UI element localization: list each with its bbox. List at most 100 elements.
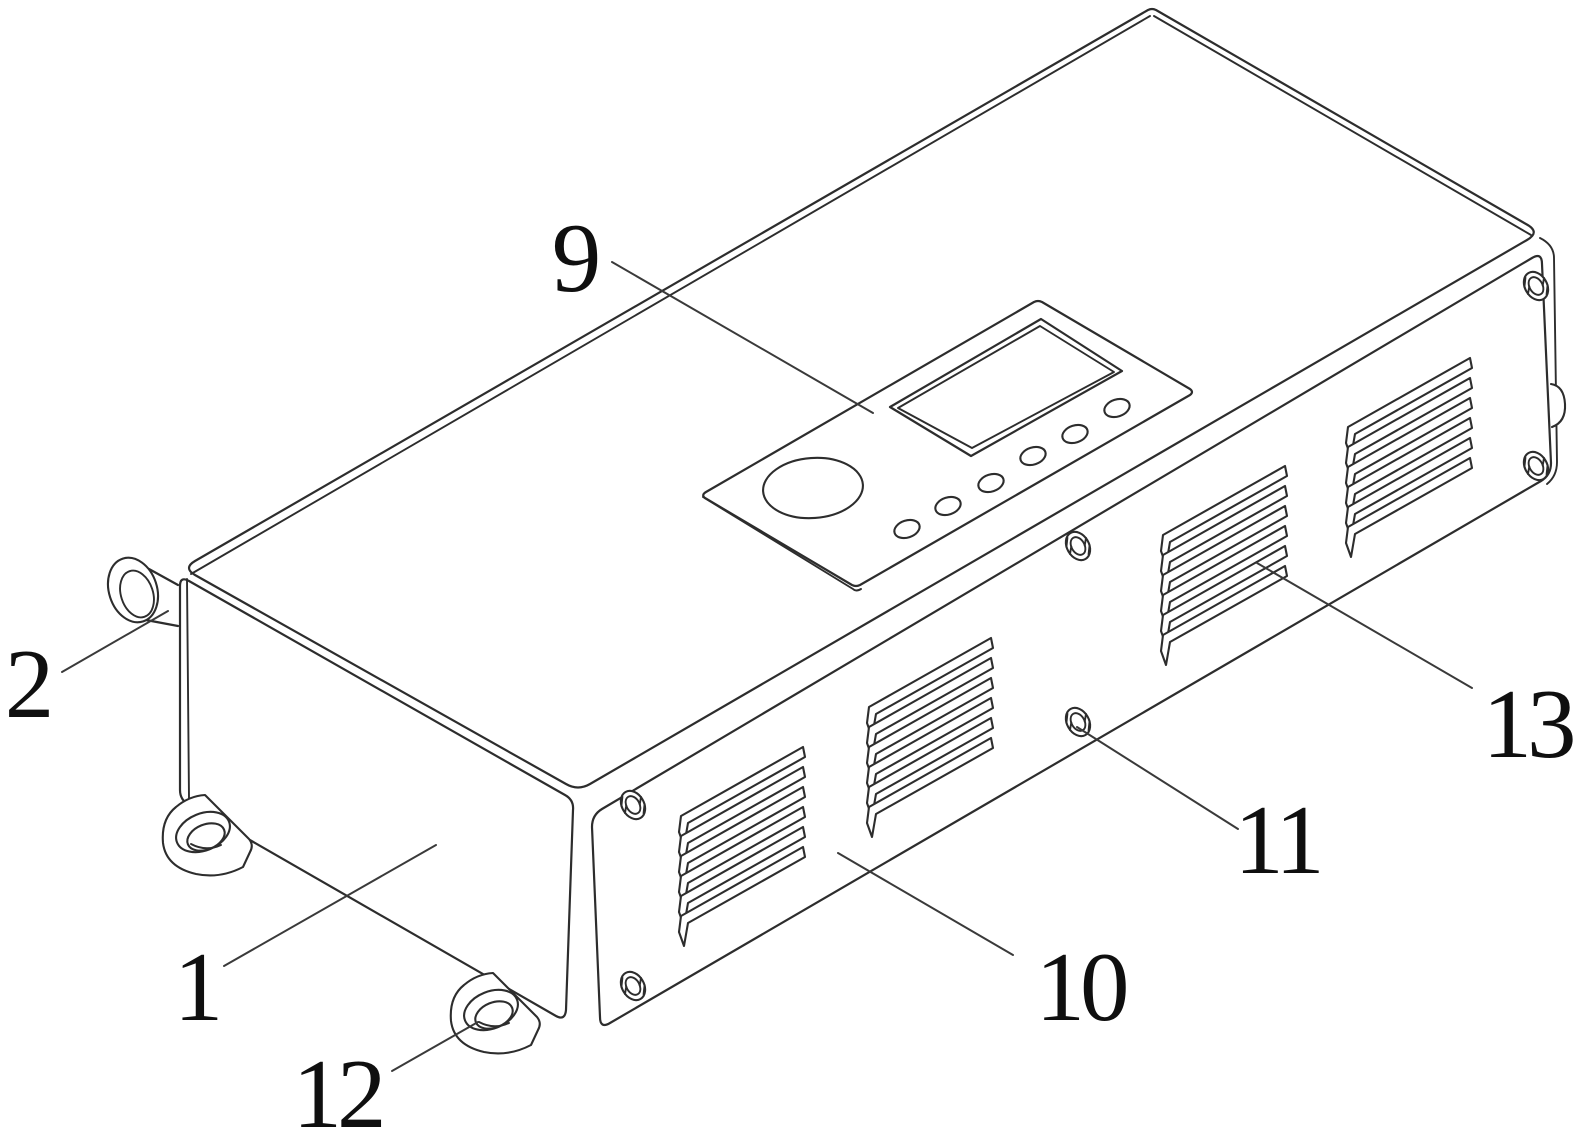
mounting-lug-rear bbox=[161, 793, 253, 877]
screw-hatch bbox=[1087, 720, 1091, 732]
screw-hatch bbox=[1527, 465, 1531, 476]
screw-3 bbox=[1064, 530, 1092, 562]
vent-slat bbox=[865, 716, 995, 819]
screw-hatch bbox=[620, 795, 624, 807]
display-screen-inner bbox=[897, 325, 1115, 449]
vent-slat bbox=[677, 765, 807, 868]
vent-slat bbox=[1159, 484, 1289, 587]
control-knob bbox=[762, 456, 864, 520]
vent-grille-2 bbox=[865, 636, 995, 839]
vent-slat bbox=[1344, 356, 1474, 459]
screw-hatch bbox=[1069, 721, 1073, 732]
vent-grille-1 bbox=[677, 745, 807, 948]
screw-hatch bbox=[1545, 284, 1549, 296]
leader-line-11 bbox=[1076, 726, 1239, 830]
panel-button-4 bbox=[1019, 445, 1047, 467]
panel-button-5 bbox=[1061, 423, 1089, 445]
leader-line-2 bbox=[61, 610, 169, 673]
vent-grille-4 bbox=[1344, 356, 1474, 559]
screw-hatch bbox=[620, 976, 624, 988]
enclosure-top-face bbox=[187, 7, 1535, 789]
screw-hole bbox=[1527, 276, 1545, 296]
mounting-lug-front bbox=[449, 971, 541, 1055]
vent-slat bbox=[865, 656, 995, 759]
screw-hole bbox=[624, 976, 642, 996]
callout-1: 1 bbox=[174, 933, 219, 1042]
vent-slat bbox=[677, 805, 807, 908]
callout-9: 9 bbox=[552, 204, 598, 313]
vent-slat bbox=[1159, 544, 1289, 647]
vent-slat bbox=[865, 676, 995, 779]
panel-buttons bbox=[893, 397, 1131, 540]
callout-12: 12 bbox=[292, 1040, 382, 1135]
screw-hatch bbox=[1083, 712, 1087, 723]
screw-hatch bbox=[1087, 544, 1091, 556]
vent-grille-3 bbox=[1159, 464, 1289, 667]
screw-2 bbox=[619, 970, 647, 1002]
panel-button-6 bbox=[1103, 397, 1131, 419]
display-screen bbox=[888, 317, 1124, 458]
screw-hatch bbox=[1527, 285, 1531, 296]
screw-5 bbox=[1522, 270, 1550, 302]
vent-slat bbox=[1344, 456, 1474, 559]
vent-slat bbox=[1159, 464, 1289, 567]
leader-line-1 bbox=[223, 844, 437, 967]
top-control-panel bbox=[702, 299, 1194, 592]
callout-10: 10 bbox=[1035, 933, 1126, 1042]
right-end-tab bbox=[1549, 382, 1567, 429]
screw-hatch bbox=[624, 804, 628, 815]
screw-hatch bbox=[1541, 456, 1545, 467]
panel-plate-thickness bbox=[702, 496, 862, 592]
screws bbox=[619, 270, 1550, 1002]
panel-button-2 bbox=[934, 495, 962, 517]
enclosure-left-face bbox=[178, 578, 575, 1019]
vent-slat bbox=[677, 845, 807, 948]
panel-button-3 bbox=[977, 472, 1005, 494]
screw-6 bbox=[1522, 450, 1550, 482]
screw-hatch bbox=[642, 984, 646, 996]
vent-slat bbox=[865, 696, 995, 799]
panel-button-1 bbox=[893, 518, 921, 540]
vent-slat bbox=[1159, 564, 1289, 667]
screw-1 bbox=[619, 789, 647, 821]
lid-rim-rear-right bbox=[1153, 15, 1532, 236]
vent-slat bbox=[865, 636, 995, 739]
vent-slat bbox=[865, 736, 995, 839]
leader-line-9 bbox=[611, 261, 874, 414]
leader-line-10 bbox=[837, 852, 1014, 956]
leader-lines bbox=[61, 261, 1473, 1072]
screw-hatch bbox=[1065, 536, 1069, 548]
vent-slat bbox=[1159, 524, 1289, 627]
screw-hatch bbox=[1523, 276, 1527, 288]
enclosure-housing bbox=[178, 7, 1567, 1027]
mounting-lugs bbox=[161, 793, 541, 1055]
vent-slat bbox=[677, 825, 807, 928]
screw-hole bbox=[1527, 456, 1545, 476]
screw-hatch bbox=[624, 985, 628, 996]
callout-2: 2 bbox=[5, 630, 50, 739]
screw-hole bbox=[624, 795, 642, 815]
callout-11: 11 bbox=[1234, 786, 1319, 895]
screw-hatch bbox=[1065, 712, 1069, 724]
screw-hatch bbox=[1523, 456, 1527, 468]
vent-slat bbox=[1344, 436, 1474, 539]
screw-hatch bbox=[638, 976, 642, 987]
screw-hatch bbox=[1545, 464, 1549, 476]
vent-slat bbox=[1344, 416, 1474, 519]
vent-slat bbox=[1159, 504, 1289, 607]
leader-line-13 bbox=[1256, 562, 1473, 689]
screw-hatch bbox=[642, 803, 646, 815]
right-end-cap-edge bbox=[1539, 237, 1558, 485]
vent-slat bbox=[1344, 376, 1474, 479]
side-connector-plug bbox=[106, 556, 180, 628]
screw-4 bbox=[1064, 706, 1092, 738]
vent-slat bbox=[1344, 396, 1474, 499]
left-corner-edge bbox=[186, 578, 190, 800]
screw-hatch bbox=[1069, 545, 1073, 556]
leader-line-12 bbox=[391, 1021, 479, 1072]
screw-hatch bbox=[1541, 276, 1545, 287]
screw-hatch bbox=[1083, 536, 1087, 547]
vent-grilles bbox=[677, 356, 1474, 948]
